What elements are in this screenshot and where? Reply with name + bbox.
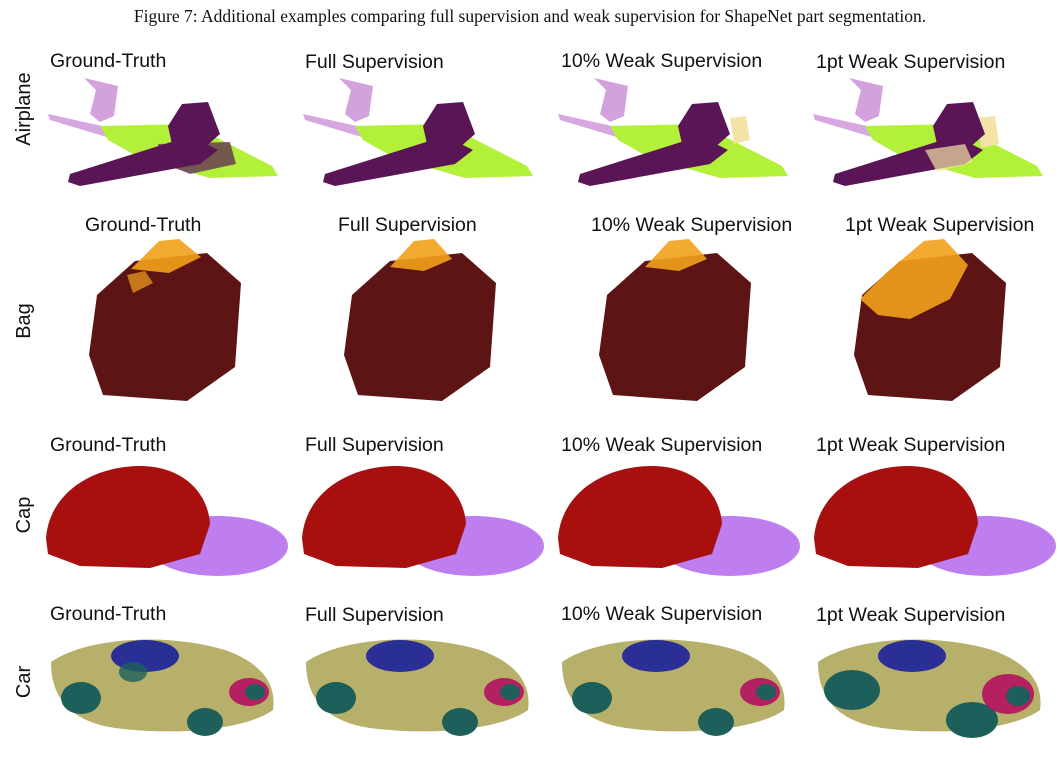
title-airplane-1pt-weak: 1pt Weak Supervision [816,51,1006,73]
panel-bag-1pt-weak [840,235,1060,410]
title-airplane-full-supervision: Full Supervision [305,51,444,73]
title-cap-10pct-weak: 10% Weak Supervision [561,434,763,456]
row-label-bag: Bag [13,303,35,339]
title-bag-10pct-weak: 10% Weak Supervision [591,214,793,236]
panel-airplane-ground-truth [40,78,290,193]
panel-bag-full-supervision [330,235,550,410]
row-label-car: Car [13,665,35,699]
row-label-cap: Cap [13,496,35,534]
panel-car-full-supervision [300,632,540,742]
title-bag-full-supervision: Full Supervision [338,214,477,236]
title-bag-ground-truth: Ground-Truth [85,214,202,236]
panel-bag-ground-truth [75,235,295,410]
title-car-1pt-weak: 1pt Weak Supervision [816,604,1006,626]
figure-caption: Figure 7: Additional examples comparing … [133,6,927,26]
title-airplane-ground-truth: Ground-Truth [50,50,167,72]
panel-cap-1pt-weak [808,462,1058,587]
panel-cap-10pct-weak [552,462,802,587]
title-car-10pct-weak: 10% Weak Supervision [561,603,763,625]
panel-bag-10pct-weak [585,235,805,410]
title-cap-ground-truth: Ground-Truth [50,434,167,456]
title-cap-1pt-weak: 1pt Weak Supervision [816,434,1006,456]
panel-cap-ground-truth [40,462,290,587]
panel-airplane-full-supervision [295,78,545,193]
panel-car-10pct-weak [556,632,796,742]
panel-airplane-10pct-weak [550,78,800,193]
row-label-airplane: Airplane [13,72,35,146]
panel-cap-full-supervision [296,462,546,587]
title-cap-full-supervision: Full Supervision [305,434,444,456]
title-car-ground-truth: Ground-Truth [50,603,167,625]
panel-car-1pt-weak [812,632,1052,742]
title-airplane-10pct-weak: 10% Weak Supervision [561,50,763,72]
panel-car-ground-truth [45,632,285,742]
panel-airplane-1pt-weak [805,78,1055,193]
title-car-full-supervision: Full Supervision [305,604,444,626]
title-bag-1pt-weak: 1pt Weak Supervision [845,214,1035,236]
